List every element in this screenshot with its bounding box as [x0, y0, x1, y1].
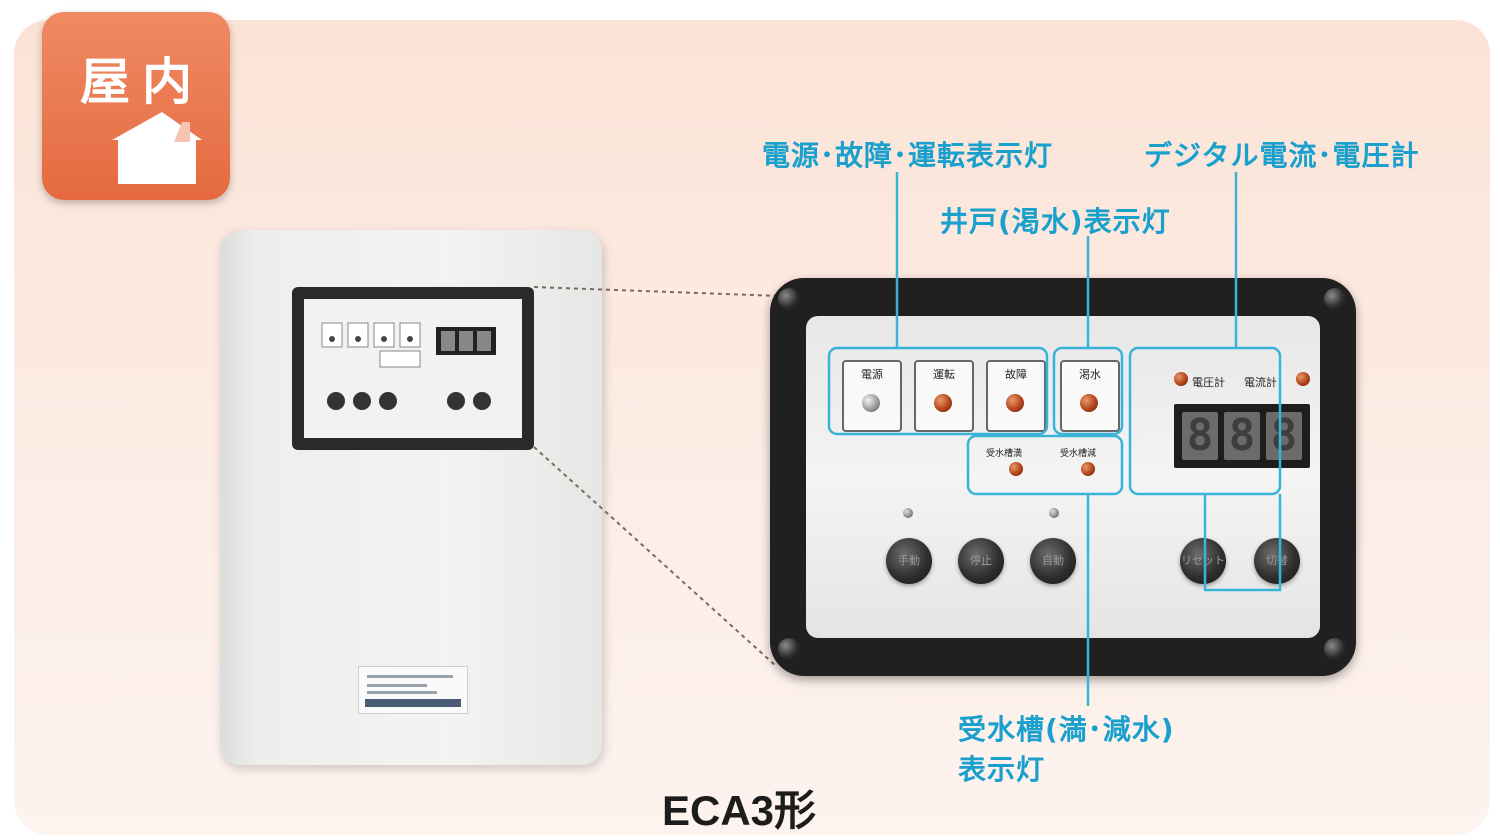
controller-cabinet — [220, 230, 602, 765]
cabinet-panel-miniature — [321, 322, 496, 410]
ammeter-label: 電流計 — [1244, 376, 1277, 389]
house-icon — [112, 112, 202, 184]
zoomed-control-panel: 電源 運転 故障 渇水 受水槽満 受水槽減 電圧計 電流計 — [770, 278, 1356, 676]
indoor-badge: 屋内 — [42, 12, 230, 200]
cabinet-nameplate — [358, 666, 468, 714]
callout-digital-meter: デジタル電流･電圧計 — [1144, 139, 1420, 172]
model-name: ECA3形 — [662, 787, 817, 834]
lamp-run: 運転 — [914, 360, 974, 432]
auto-button[interactable]: 自動 — [1030, 538, 1076, 584]
voltmeter-select-lamp — [1174, 372, 1188, 386]
callout-well-lamp: 井戸(渇水)表示灯 — [940, 205, 1171, 238]
lamp-indicator — [1006, 394, 1024, 412]
manual-button[interactable]: 手動 — [886, 538, 932, 584]
digital-meter-display — [1174, 404, 1310, 468]
display-digit — [1266, 412, 1302, 460]
lamp-indicator — [862, 394, 880, 412]
manual-indicator — [903, 508, 913, 518]
reset-button[interactable]: リセット — [1180, 538, 1226, 584]
indoor-badge-label: 屋内 — [80, 53, 204, 111]
cabinet-panel-window — [292, 287, 534, 450]
bolt-icon — [1324, 288, 1346, 310]
lamp-indicator — [934, 394, 952, 412]
display-digit — [1182, 412, 1218, 460]
lamp-water-shortage: 渇水 — [1060, 360, 1120, 432]
cabinet-panel-face — [304, 299, 522, 438]
switch-button[interactable]: 切替 — [1254, 538, 1300, 584]
auto-indicator — [1049, 508, 1059, 518]
ammeter-select-lamp — [1296, 372, 1310, 386]
display-digit — [1224, 412, 1260, 460]
panel-face: 電源 運転 故障 渇水 受水槽満 受水槽減 電圧計 電流計 — [806, 316, 1320, 638]
tank-low-lamp — [1081, 462, 1095, 476]
lamp-fault: 故障 — [986, 360, 1046, 432]
callout-tank-lamp-line1: 受水槽(満･減水) — [958, 713, 1175, 746]
callout-tank-lamp-line2: 表示灯 — [958, 753, 1046, 786]
bolt-icon — [778, 288, 800, 310]
bolt-icon — [778, 638, 800, 660]
voltmeter-label: 電圧計 — [1192, 376, 1225, 389]
tank-full-label: 受水槽満 — [986, 449, 1023, 459]
stop-button[interactable]: 停止 — [958, 538, 1004, 584]
callout-power-fault-run: 電源･故障･運転表示灯 — [762, 139, 1054, 172]
tank-low-label: 受水槽減 — [1060, 449, 1097, 459]
bolt-icon — [1324, 638, 1346, 660]
lamp-power: 電源 — [842, 360, 902, 432]
tank-full-lamp — [1009, 462, 1023, 476]
lamp-indicator — [1080, 394, 1098, 412]
